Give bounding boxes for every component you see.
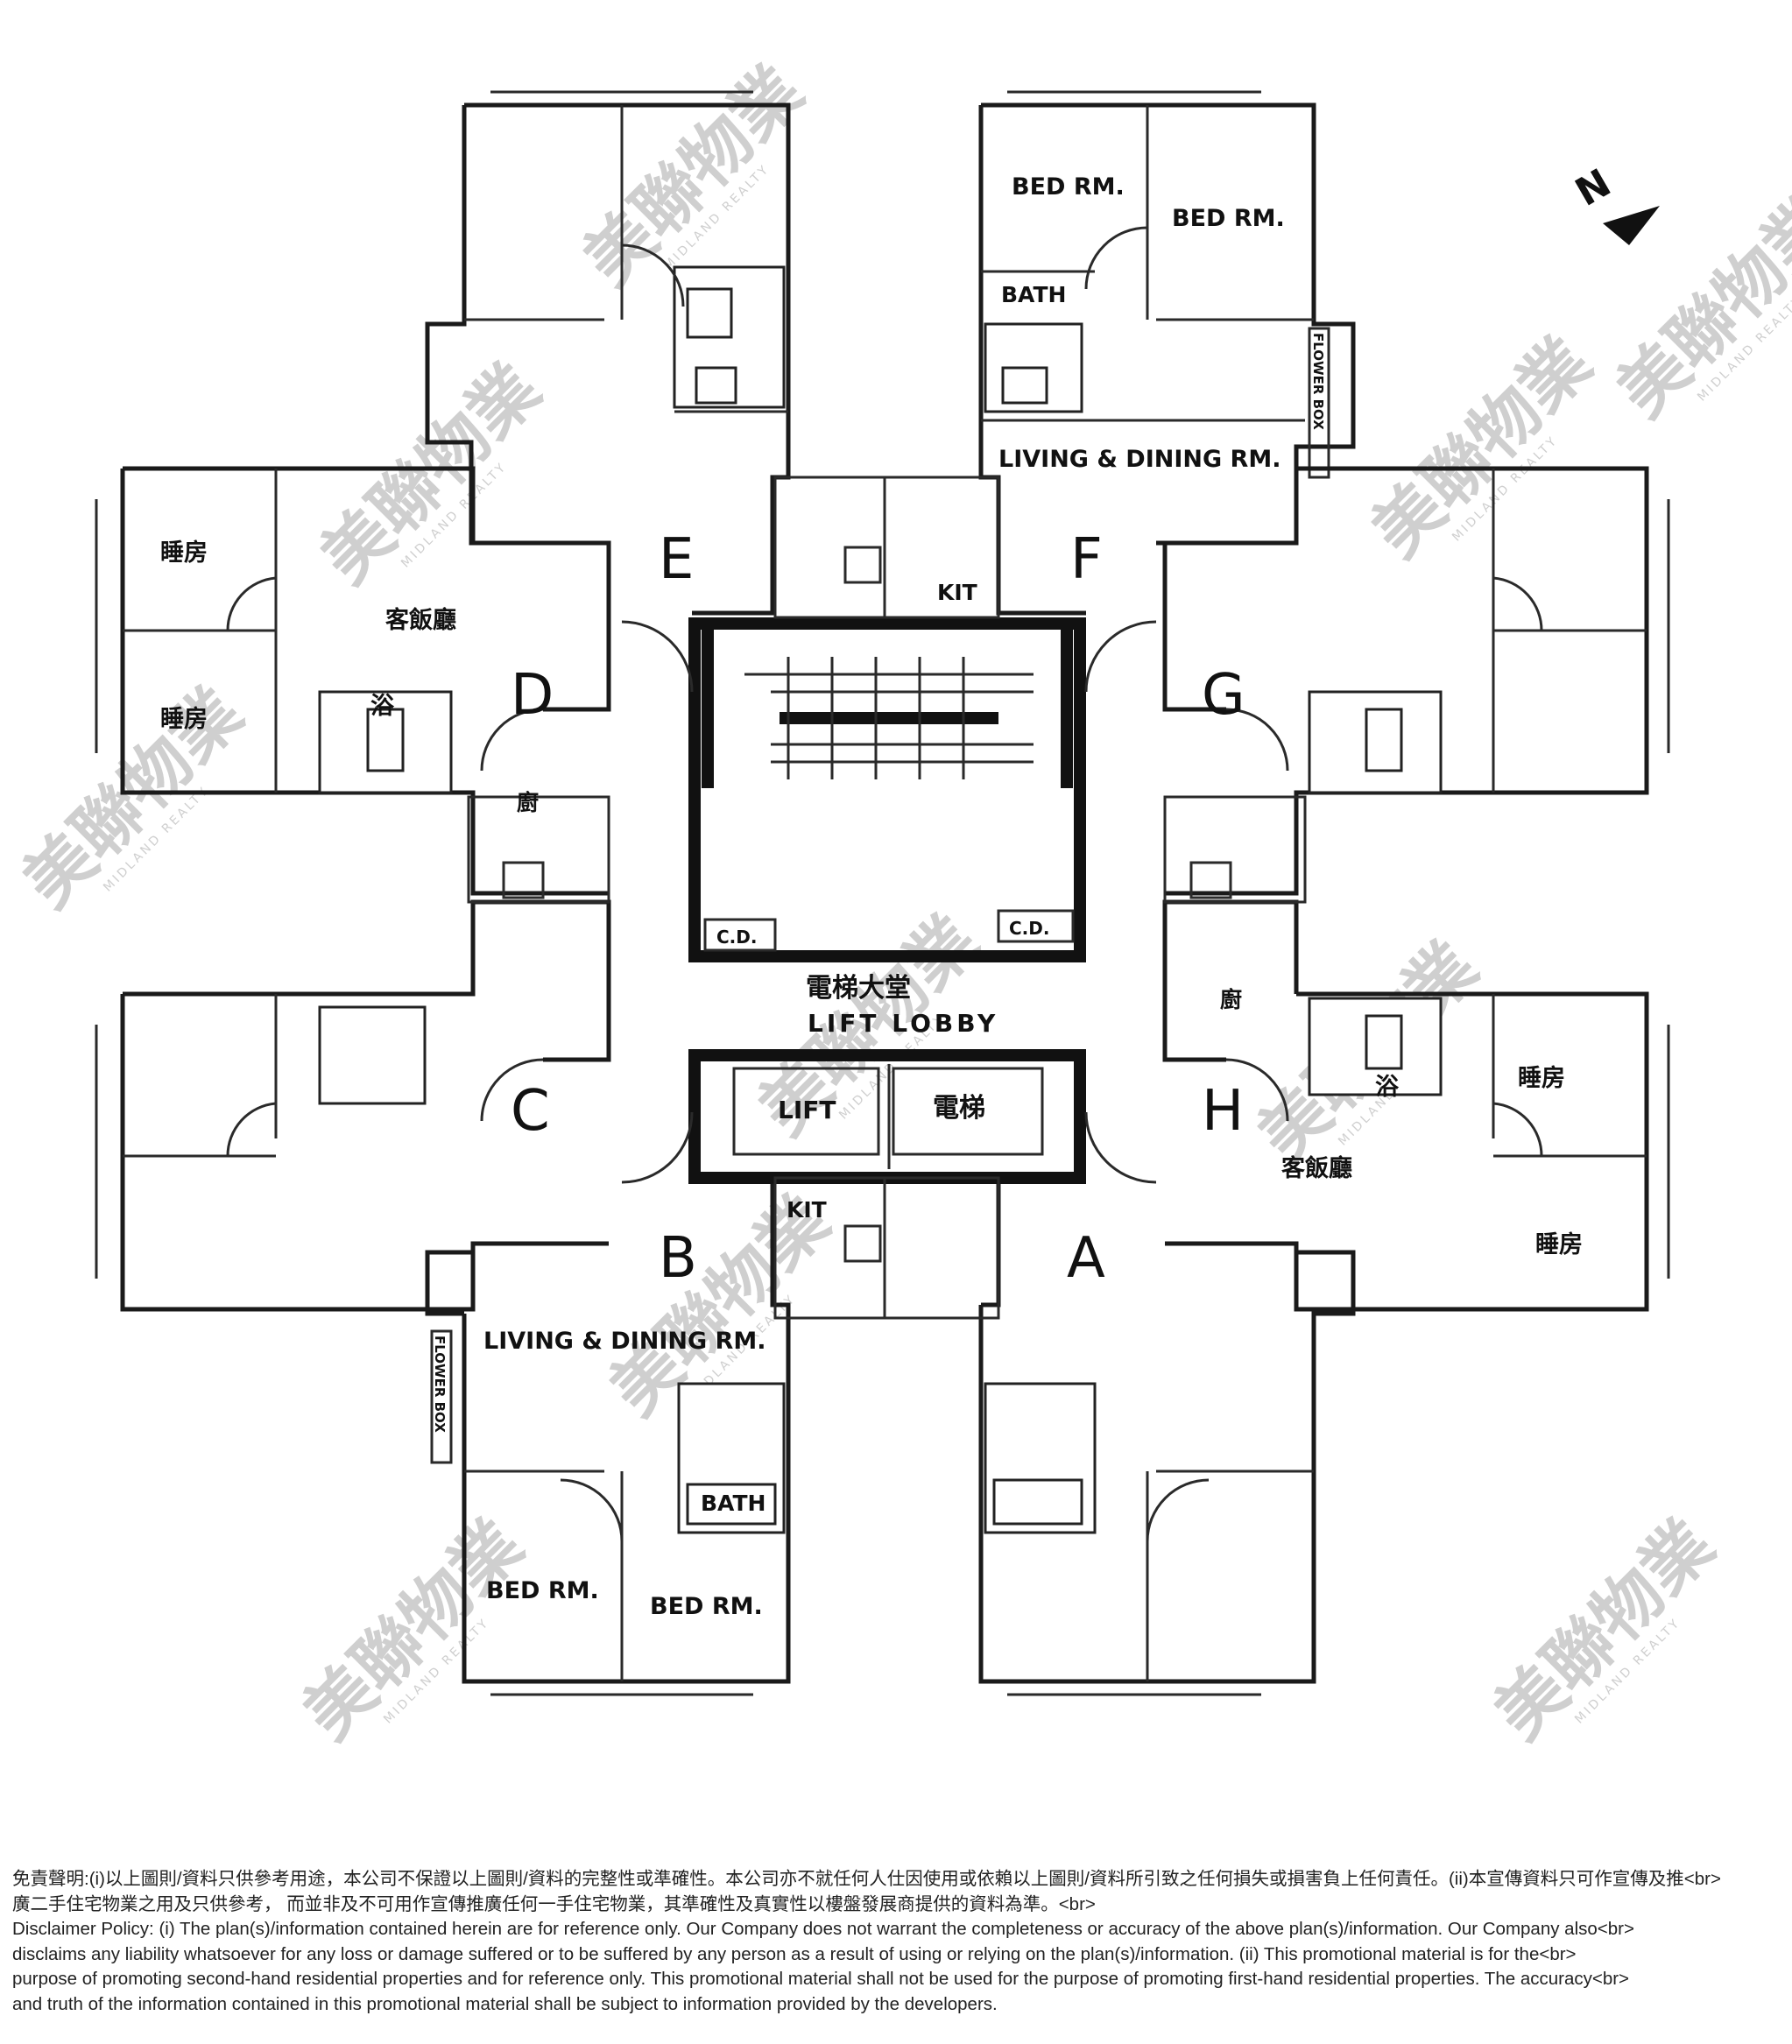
svg-text:美聯物業: 美聯物業 <box>307 349 555 598</box>
unit-letter-a: A <box>1067 1226 1105 1291</box>
watermark-3: 美聯物業 MIDLAND REALTY <box>9 673 258 922</box>
watermark-8: 美聯物業 MIDLAND REALTY <box>1480 1505 1729 1754</box>
label-bed-rm-b1: BED RM. <box>486 1577 599 1604</box>
unit-letter-b: B <box>659 1226 697 1291</box>
svg-text:美聯物業: 美聯物業 <box>289 1505 538 1754</box>
label-flower-box-b: FLOWER BOX <box>432 1336 448 1433</box>
disclaimer: 免責聲明:(i)以上圖則/資料只供參考用途，本公司不保證以上圖則/資料的完整性或… <box>12 1867 1781 2017</box>
label-lift-lobby: LIFT LOBBY <box>808 1009 998 1038</box>
label-bath-f: BATH <box>1001 282 1066 307</box>
label-living-dining-f: LIVING & DINING RM. <box>998 446 1281 473</box>
unit-letter-e: E <box>659 527 694 592</box>
unit-letter-h: H <box>1202 1079 1244 1144</box>
watermark-5: 美聯物業 MIDLAND REALTY <box>307 349 555 598</box>
disclaimer-en-line-2: disclaims any liability whatsoever for a… <box>12 1943 1577 1964</box>
disclaimer-zh-line-2: 廣二手住宅物業之用及只供參考， 而並非及不可用作宣傳推廣任何一手住宅物業，其準確… <box>12 1893 1096 1914</box>
svg-text:美聯物業: 美聯物業 <box>1358 323 1606 572</box>
chinese-labels: 睡房 睡房 客飯廳 浴 廚 電梯大堂 電梯 廚 浴 睡房 客飯廳 睡房 <box>160 539 1583 1258</box>
watermark-9: 美聯物業 MIDLAND REALTY <box>289 1505 538 1754</box>
label-living-dining-d: 客飯廳 <box>385 606 456 634</box>
unit-a-walls <box>978 1175 1356 1696</box>
label-bath-b: BATH <box>701 1491 765 1516</box>
label-bath-h: 浴 <box>1375 1074 1400 1101</box>
label-kit-top: KIT <box>937 580 977 605</box>
label-lift: LIFT <box>778 1096 836 1124</box>
label-flower-box-f: FLOWER BOX <box>1310 333 1326 430</box>
disclaimer-zh-line-1: 免責聲明:(i)以上圖則/資料只供參考用途，本公司不保證以上圖則/資料的完整性或… <box>12 1869 1721 1889</box>
label-lift-lobby-zh: 電梯大堂 <box>806 973 911 1004</box>
label-bedroom-d2: 睡房 <box>160 706 208 733</box>
watermark-2: 美聯物業 MIDLAND REALTY <box>1358 323 1606 572</box>
svg-text:美聯物業: 美聯物業 <box>9 673 258 922</box>
unit-letters: E F D G C H B A <box>511 527 1245 1291</box>
unit-letter-g: G <box>1202 663 1245 728</box>
label-kit-bottom: KIT <box>787 1197 827 1223</box>
label-bedroom-h1: 睡房 <box>1518 1065 1565 1092</box>
label-cd-left: C.D. <box>716 927 757 948</box>
label-bedroom-h2: 睡房 <box>1535 1231 1583 1258</box>
label-kitchen-h: 廚 <box>1220 987 1242 1012</box>
stair-treads <box>744 657 1034 779</box>
unit-d-walls <box>95 466 611 896</box>
disclaimer-en-line-4: and truth of the information contained i… <box>12 1993 998 2014</box>
svg-text:美聯物業: 美聯物業 <box>1480 1505 1729 1754</box>
label-bed-rm-f2: BED RM. <box>1172 205 1285 232</box>
label-bath-d: 浴 <box>370 693 395 720</box>
disclaimer-en-line-3: purpose of promoting second-hand residen… <box>12 1969 1630 1989</box>
label-living-dining-b: LIVING & DINING RM. <box>483 1328 765 1355</box>
floor-plan: 美聯物業 MIDLAND REALTY 美聯物業 MIDLAND REALTY … <box>9 52 1792 1754</box>
unit-g-walls <box>1162 466 1670 896</box>
disclaimer-en-line-1: Disclaimer Policy: (i) The plan(s)/infor… <box>12 1919 1634 1939</box>
north-label: N <box>1568 160 1618 215</box>
label-kitchen-d: 廚 <box>517 790 539 815</box>
label-cd-right: C.D. <box>1009 918 1049 939</box>
unit-f-walls <box>978 90 1356 616</box>
watermarks: 美聯物業 MIDLAND REALTY 美聯物業 MIDLAND REALTY … <box>9 52 1792 1754</box>
label-bed-rm-f1: BED RM. <box>1012 173 1125 201</box>
english-labels: BED RM. BED RM. BATH LIVING & DINING RM.… <box>432 173 1326 1620</box>
north-arrow-icon <box>1603 206 1660 245</box>
north-arrow: N <box>1568 160 1660 245</box>
unit-letter-f: F <box>1070 527 1103 592</box>
label-living-dining-h: 客飯廳 <box>1281 1154 1352 1182</box>
svg-text:美聯物業: 美聯物業 <box>569 52 818 300</box>
core <box>467 476 1307 1320</box>
label-lift-zh: 電梯 <box>933 1093 985 1124</box>
unit-letter-d: D <box>511 663 554 728</box>
unit-letter-c: C <box>511 1079 550 1144</box>
label-bedroom-d1: 睡房 <box>160 539 208 567</box>
label-bed-rm-b2: BED RM. <box>650 1593 763 1620</box>
